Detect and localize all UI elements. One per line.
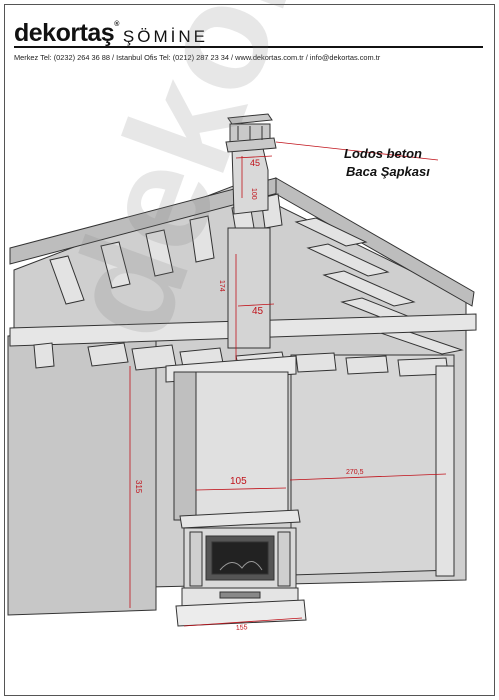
dim-base-width: 155: [236, 624, 248, 632]
chimney-middle: [227, 227, 271, 349]
column-shadow: [173, 371, 197, 521]
roof-right: [275, 177, 475, 307]
dim-chimney-top-height: 100: [250, 188, 257, 200]
brand-logo: dekortaş® ŞÖMİNE: [14, 18, 208, 46]
right-wall: [290, 354, 455, 576]
brand-name: dekortaş®: [14, 21, 119, 46]
registered-mark: ®: [114, 21, 119, 28]
fireplace-body: [175, 509, 307, 627]
dim-chimney-top-width: 45: [250, 158, 260, 168]
chimney-cap: [225, 113, 277, 153]
callout-line-1: Lodos beton: [344, 146, 422, 161]
fireplace-drawing: Lodos beton Baca Şapkası 45 100 174 45 3…: [7, 113, 477, 632]
page-frame: [4, 4, 495, 696]
rafters-left: [49, 193, 283, 305]
dim-chimney-width: 45: [252, 306, 264, 317]
chimney-upper: [231, 143, 269, 215]
brand-name-text: dekortaş: [14, 19, 115, 47]
dim-wall-width: 270,5: [346, 469, 364, 476]
dim-column-width: 105: [230, 476, 247, 487]
left-wall: [7, 324, 157, 616]
callout-line-2: Baca Şapkası: [346, 164, 430, 179]
dim-column-height: 315: [134, 480, 143, 494]
dim-chimney-roof-height: 174: [218, 280, 225, 292]
contact-line: Merkez Tel: (0232) 264 36 88 / Istanbul …: [14, 53, 381, 62]
post-right: [435, 365, 455, 577]
product-name: ŞÖMİNE: [122, 27, 208, 46]
dimension-lines: [129, 141, 447, 627]
header-rule: [14, 46, 483, 48]
